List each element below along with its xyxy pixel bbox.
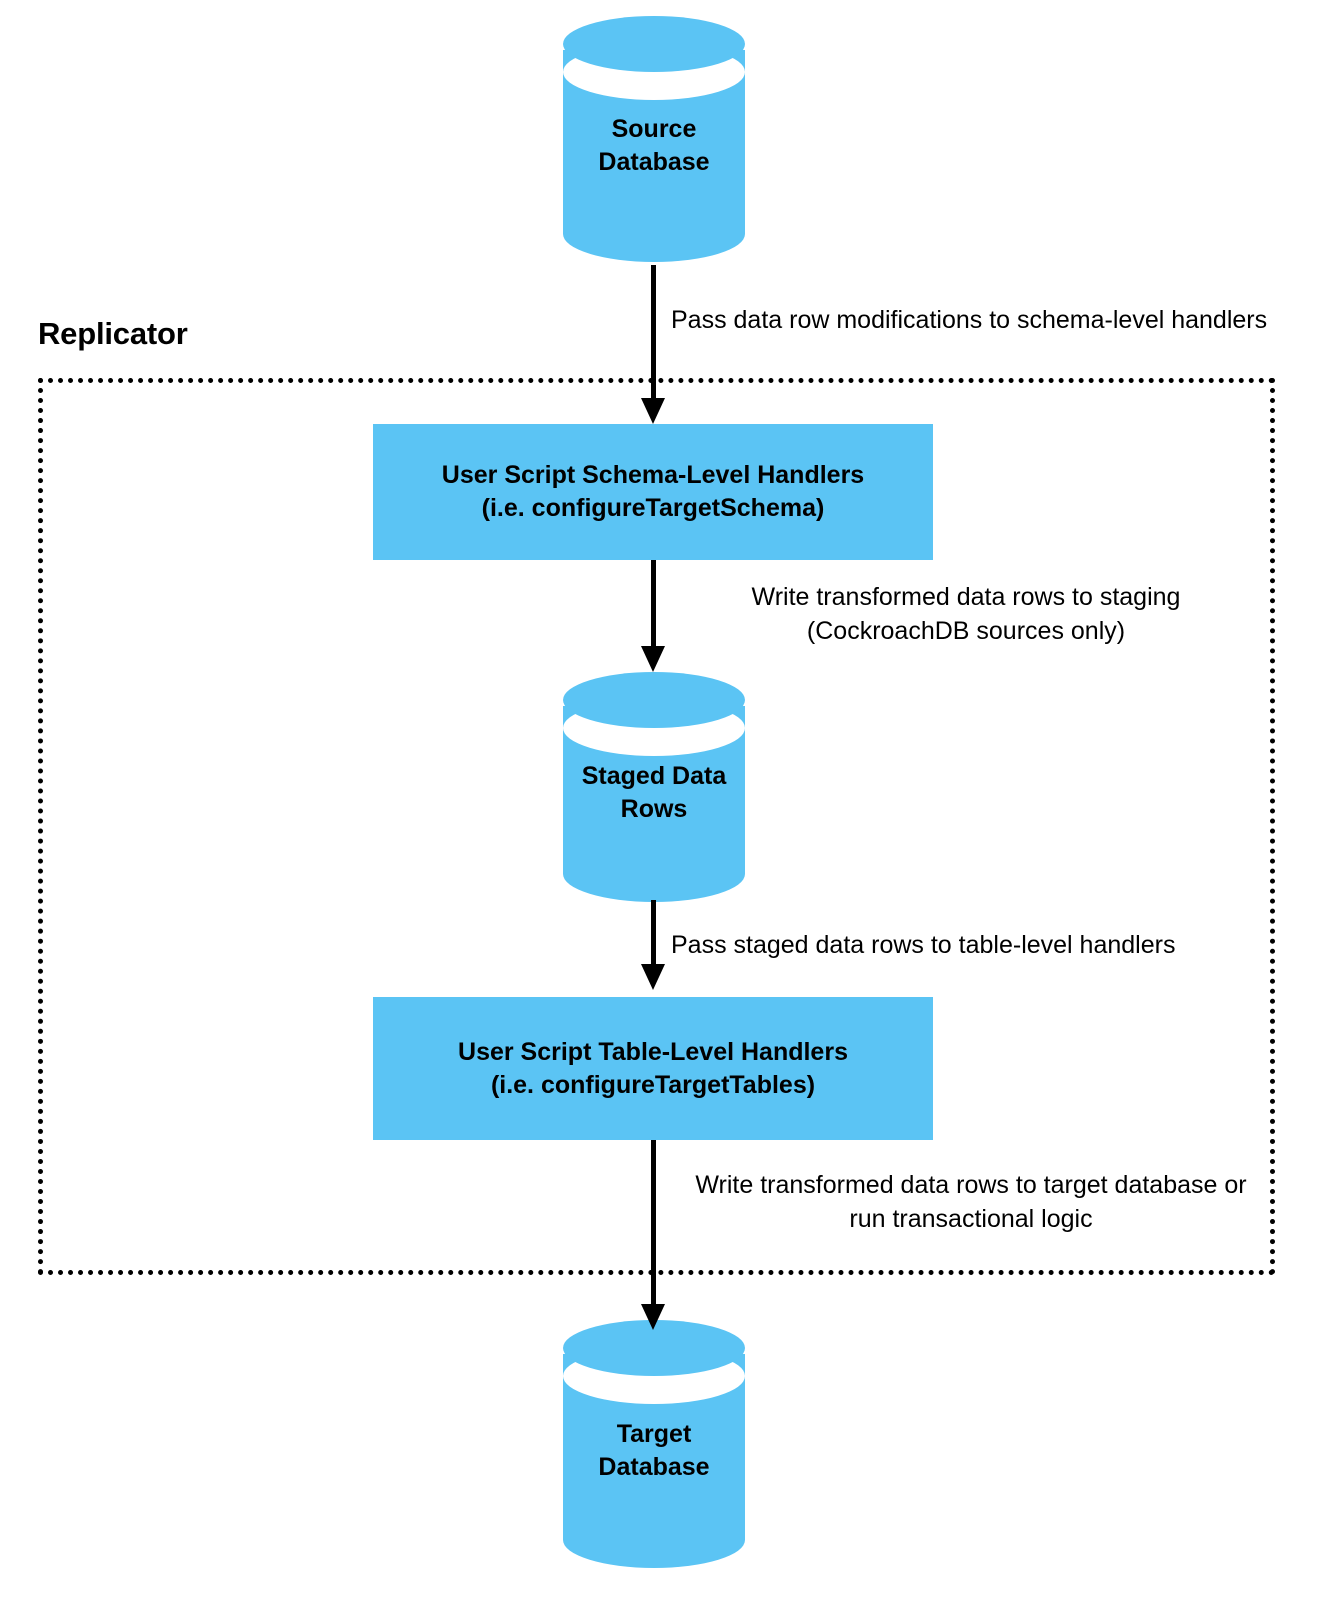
replicator-boundary-label: Replicator xyxy=(38,316,188,351)
arrow-shaft xyxy=(651,1140,656,1304)
edge-label-table-to-target: Write transformed data rows to target da… xyxy=(695,1171,1247,1233)
arrow-schema-to-staged xyxy=(641,560,665,672)
arrow-shaft xyxy=(651,560,656,646)
node-label-target-database: Target Database xyxy=(598,1420,710,1481)
node-label-staged-data-rows: Staged Data Rows xyxy=(581,762,727,823)
edge-label-source-to-schema: Pass data row modifications to schema-le… xyxy=(671,306,1268,334)
node-label-schema-level-handlers: User Script Schema-Level Handlers (i.e. … xyxy=(441,461,865,522)
arrow-staged-to-table xyxy=(641,900,665,990)
arrow-source-to-schema xyxy=(641,265,665,424)
arrow-head-icon xyxy=(641,964,665,990)
arrow-head-icon xyxy=(641,1304,665,1330)
node-schema-level-handlers: User Script Schema-Level Handlers (i.e. … xyxy=(373,424,933,560)
arrow-shaft xyxy=(651,265,656,398)
arrow-shaft xyxy=(651,900,656,964)
arrow-head-icon xyxy=(641,646,665,672)
edge-label-schema-to-staged: Write transformed data rows to staging (… xyxy=(751,583,1181,645)
node-label-table-level-handlers: User Script Table-Level Handlers (i.e. c… xyxy=(458,1037,848,1099)
arrow-head-icon xyxy=(641,398,665,424)
node-target-database: Target Database xyxy=(563,1320,745,1568)
node-staged-data-rows: Staged Data Rows xyxy=(563,672,745,902)
cylinder-top-ellipse xyxy=(563,672,745,728)
arrow-table-to-target xyxy=(641,1140,665,1330)
node-label-source-database: Source Database xyxy=(598,115,710,176)
edge-label-staged-to-table: Pass staged data rows to table-level han… xyxy=(671,931,1176,959)
node-table-level-handlers: User Script Table-Level Handlers (i.e. c… xyxy=(373,997,933,1140)
node-source-database: Source Database xyxy=(563,16,745,262)
cylinder-top-ellipse xyxy=(563,16,745,72)
replicator-boundary-box xyxy=(38,378,1275,1275)
